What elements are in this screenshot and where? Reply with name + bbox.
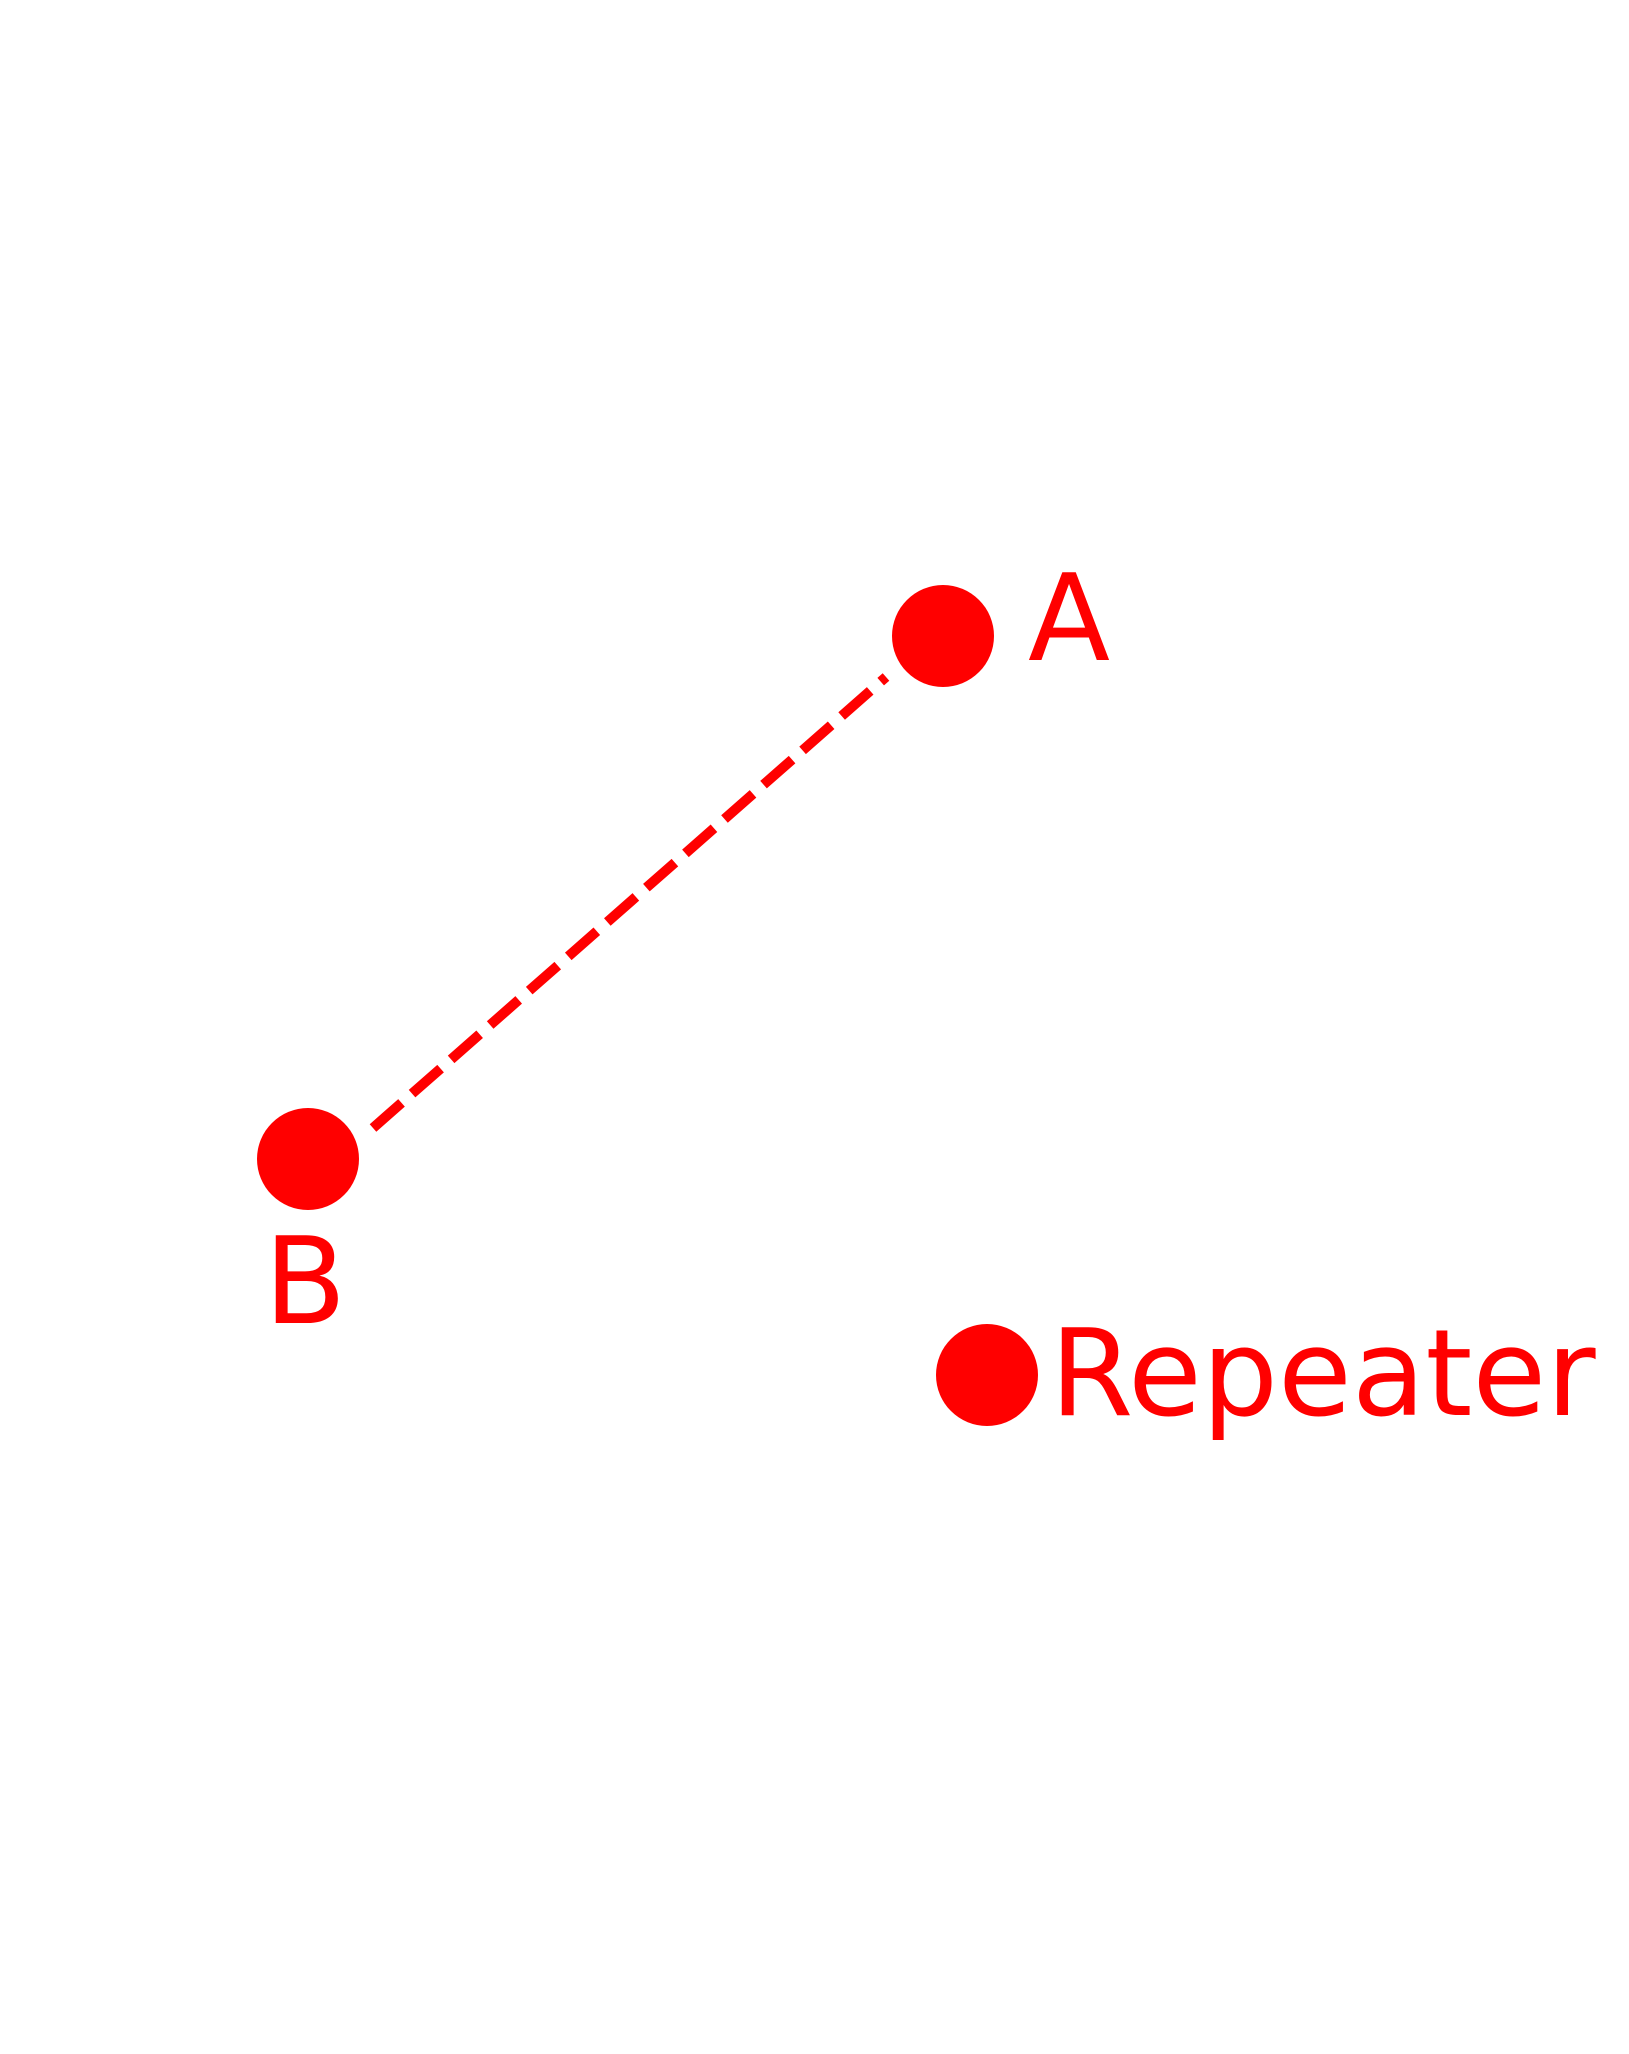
node-a-label: A (1028, 550, 1110, 689)
node-b-label: B (264, 1213, 346, 1352)
link-b-to-a (369, 673, 890, 1132)
node-b-marker[interactable] (257, 1108, 359, 1210)
node-repeater-marker[interactable] (936, 1324, 1038, 1426)
node-repeater-label: Repeater (1050, 1305, 1596, 1444)
node-a-marker[interactable] (892, 585, 994, 687)
